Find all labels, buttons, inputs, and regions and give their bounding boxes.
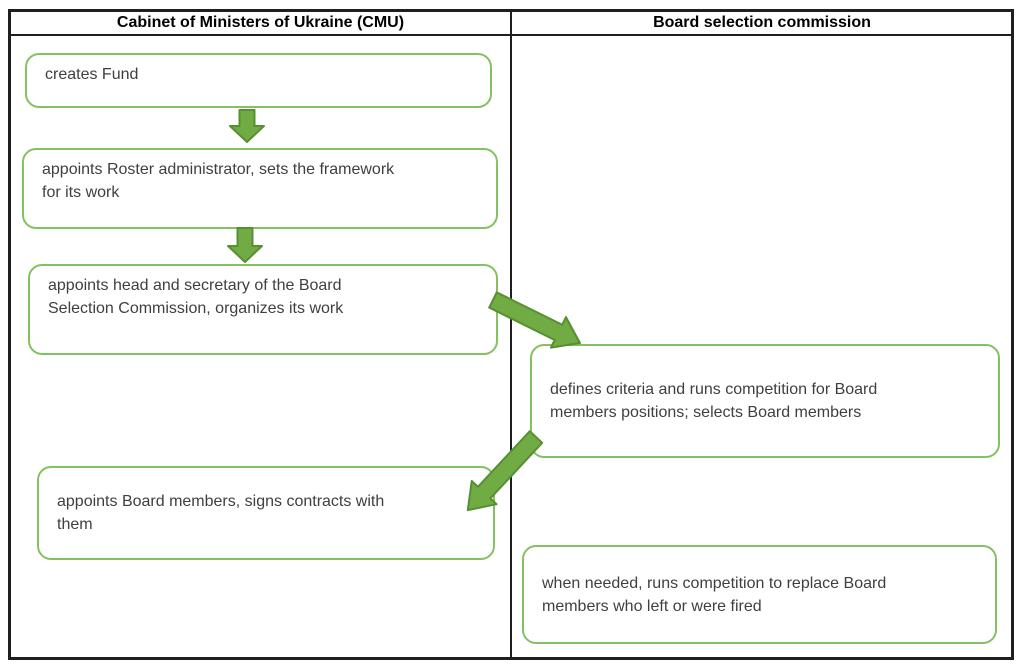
flow-node-text: them xyxy=(57,516,93,533)
flow-node-text: appoints Roster administrator, sets the … xyxy=(42,161,395,178)
flow-node-text: when needed, runs competition to replace… xyxy=(542,574,887,592)
flow-node-text: appoints head and secretary of the Board xyxy=(48,277,342,294)
flow-node-replace-board-members: when needed, runs competition to replace… xyxy=(522,545,997,644)
column-header-cmu: Cabinet of Ministers of Ukraine (CMU) xyxy=(116,13,405,31)
flow-node-text: creates Fund xyxy=(45,66,139,83)
flow-node-text: for its work xyxy=(42,184,120,201)
flow-node-text: Selection Commission, organizes its work xyxy=(48,300,344,317)
column-divider xyxy=(510,9,512,660)
flow-node-text: members who left or were fired xyxy=(542,597,762,615)
flow-node-appoints-roster-administrator: appoints Roster administrator, sets the … xyxy=(22,148,498,229)
flow-node-defines-criteria-runs-competition: defines criteria and runs competition fo… xyxy=(530,344,1000,458)
flow-node-text: defines criteria and runs competition fo… xyxy=(550,381,878,398)
flow-node-appoints-board-members: appoints Board members, signs contracts … xyxy=(37,466,495,560)
flow-node-creates-fund: creates Fund xyxy=(25,53,492,108)
flow-node-text: appoints Board members, signs contracts … xyxy=(57,493,385,510)
column-header-board-selection-commission: Board selection commission xyxy=(653,13,871,31)
flow-node-appoints-head-and-secretary: appoints head and secretary of the Board… xyxy=(28,264,498,355)
flow-node-text: members positions; selects Board members xyxy=(550,404,862,421)
